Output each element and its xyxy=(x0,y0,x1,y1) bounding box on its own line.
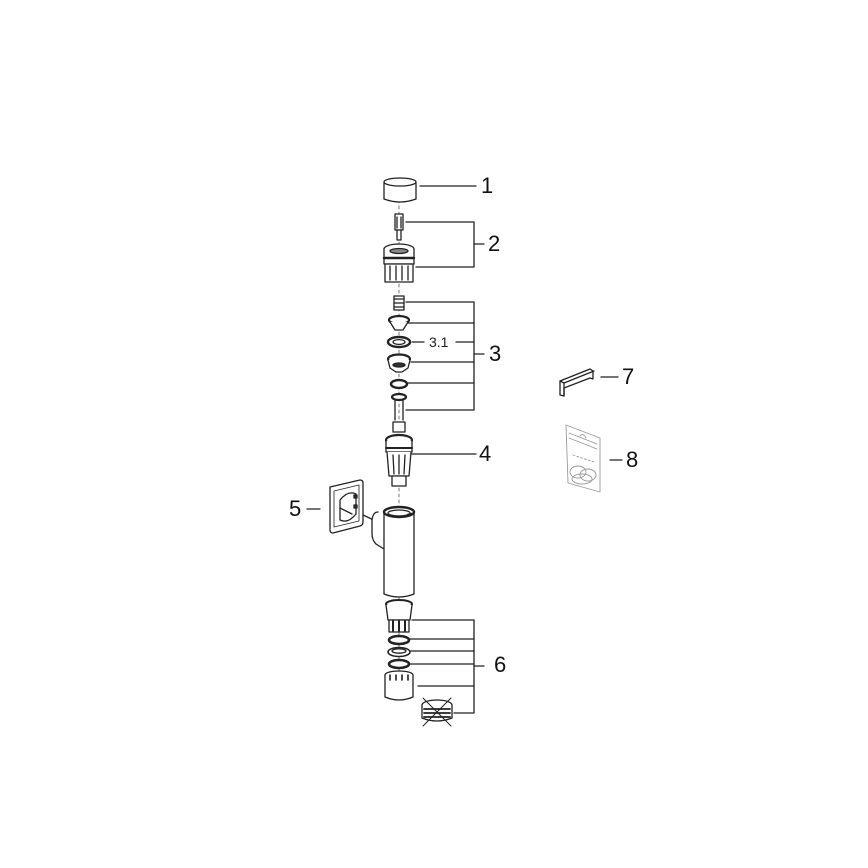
part-6-oring-2-icon xyxy=(387,658,411,670)
part-6-oring-1-icon xyxy=(387,634,411,646)
part-6-outlet-fitting-icon xyxy=(385,599,413,633)
part-5-wall-plate-icon xyxy=(329,479,364,534)
callout-6: 6 xyxy=(494,652,507,677)
callout-8: 8 xyxy=(626,447,639,472)
part-4-cartridge-icon xyxy=(384,421,414,487)
part-8-seal-kit-icon xyxy=(565,424,601,493)
valve-body-icon xyxy=(362,505,416,598)
part-7-bracket-icon xyxy=(559,368,595,397)
callout-4: 4 xyxy=(479,441,492,466)
callout-7: 7 xyxy=(622,364,635,389)
part-6-crossed-aerator-icon xyxy=(421,697,453,727)
part-3-seal-cup-icon xyxy=(387,314,411,331)
part-1-cap-icon xyxy=(383,177,417,203)
callout-5: 5 xyxy=(289,496,302,521)
part-6-washer-icon xyxy=(387,646,411,658)
part-3-piston-icon xyxy=(386,353,412,373)
part-3-pin-icon xyxy=(390,392,408,421)
callout-2: 2 xyxy=(488,231,501,256)
callout-3-1: 3.1 xyxy=(427,334,451,350)
part-3-washer-icon xyxy=(389,378,409,390)
part-3-1-seal-ring-icon xyxy=(386,335,412,349)
part-3-spring-icon xyxy=(393,295,405,311)
part-6-nut-icon xyxy=(384,670,414,701)
part-2-spindle-icon xyxy=(394,213,404,241)
callout-3: 3 xyxy=(489,341,502,366)
callout-1: 1 xyxy=(481,173,494,198)
part-2-head-icon xyxy=(382,243,416,283)
